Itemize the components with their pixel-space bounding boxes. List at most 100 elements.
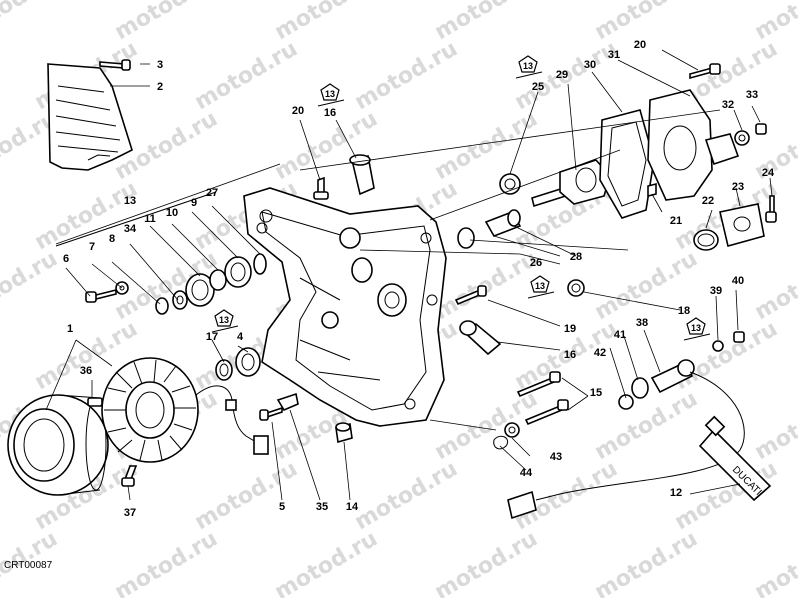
kit-badge-icon xyxy=(320,83,340,101)
fitting-part-16a xyxy=(349,154,375,196)
bolt-part-15b xyxy=(524,399,569,426)
flywheel-rotor-part xyxy=(7,394,109,496)
callout-label-37: 37 xyxy=(124,507,136,519)
callout-label-3: 3 xyxy=(157,59,163,71)
watermark-text: motod.ru xyxy=(751,106,798,185)
callout-label-31: 31 xyxy=(608,49,620,61)
kit-badge-underline xyxy=(317,99,345,107)
callout-label-9: 9 xyxy=(191,197,197,209)
callout-label-33: 33 xyxy=(746,89,758,101)
screw-part-3 xyxy=(99,59,131,71)
callout-label-15: 15 xyxy=(590,387,602,399)
screw-part-24 xyxy=(765,195,777,223)
pin-part-21 xyxy=(647,182,657,198)
callout-label-43: 43 xyxy=(550,451,562,463)
screw-part-37 xyxy=(121,465,138,487)
spacer-part-10 xyxy=(209,269,227,291)
callout-label-27: 27 xyxy=(206,187,218,199)
callout-label-36: 36 xyxy=(80,365,92,377)
screw-part-36 xyxy=(87,397,103,407)
callout-label-18: 18 xyxy=(678,305,690,317)
screw-part-40 xyxy=(733,331,745,343)
watermark-text: motod.ru xyxy=(351,36,462,115)
callout-label-20: 20 xyxy=(292,105,304,117)
kit-badge-icon xyxy=(214,309,234,327)
bolt-part-15a xyxy=(516,371,561,398)
kit-bracket-left xyxy=(55,191,217,247)
callout-label-16: 16 xyxy=(324,107,336,119)
bushing-part-18 xyxy=(567,279,585,297)
watermark-text: motod.ru xyxy=(671,316,782,395)
callout-label-28: 28 xyxy=(570,251,582,263)
callout-label-5: 5 xyxy=(279,501,285,513)
bolt-part-20a xyxy=(313,176,329,200)
callout-label-19: 19 xyxy=(564,323,576,335)
callout-label-10: 10 xyxy=(166,207,178,219)
bearing-part-9 xyxy=(224,256,252,288)
watermark-text: motod.ru xyxy=(351,456,462,535)
callout-label-44: 44 xyxy=(520,467,533,479)
callout-label-35: 35 xyxy=(316,501,328,513)
watermark-text: motod.ru xyxy=(271,526,382,598)
callout-label-26: 26 xyxy=(530,257,542,269)
seal-part-27 xyxy=(253,253,267,275)
seal-part-41 xyxy=(631,377,649,399)
kit-badge-icon xyxy=(530,275,550,293)
bolt-part-20b xyxy=(689,63,721,80)
watermark-text: motod.ru xyxy=(751,386,798,465)
bearing-part-11 xyxy=(185,273,215,307)
washer-part-39 xyxy=(712,340,724,352)
leader-lines xyxy=(45,49,773,501)
washer-part-43 xyxy=(504,422,520,438)
kit-badge-icon xyxy=(686,317,706,335)
kit-badge-label: 13 xyxy=(535,281,545,291)
watermark-text: motod.ru xyxy=(751,526,798,598)
watermark-text: motod.ru xyxy=(591,386,702,465)
o-ring-part-22 xyxy=(693,229,719,251)
connector xyxy=(253,435,269,455)
callout-label-17: 17 xyxy=(206,331,218,343)
callout-label-39: 39 xyxy=(710,285,722,297)
callout-label-12: 12 xyxy=(670,487,682,499)
kit-badge-label: 13 xyxy=(523,61,533,71)
callout-label-4: 4 xyxy=(237,331,244,343)
callout-label-29: 29 xyxy=(556,69,568,81)
kit-badge-icon xyxy=(518,55,538,73)
callout-label-20: 20 xyxy=(634,39,646,51)
callout-label-2: 2 xyxy=(157,81,163,93)
callout-label-7: 7 xyxy=(89,241,95,253)
callout-label-38: 38 xyxy=(636,317,648,329)
watermark-text: motod.ru xyxy=(591,526,702,598)
washer-part-34 xyxy=(172,290,188,310)
watermark-text: motod.ru xyxy=(0,246,62,325)
callout-labels: 1234567891011121314151616171819202021222… xyxy=(63,39,775,519)
kit-badge-label: 13 xyxy=(691,323,701,333)
callout-label-11: 11 xyxy=(144,213,156,225)
screw-part-6 xyxy=(85,288,117,303)
cover-plate-part xyxy=(47,63,133,171)
bearing-part-4 xyxy=(235,347,261,377)
callout-label-13: 13 xyxy=(124,195,136,207)
kit-badge-underline xyxy=(515,71,543,79)
callout-label-16: 16 xyxy=(564,349,576,361)
pump-cover-part-31 xyxy=(647,89,740,201)
watermark-text: motod.ru xyxy=(111,526,222,598)
callout-label-30: 30 xyxy=(584,59,596,71)
callout-label-40: 40 xyxy=(732,275,744,287)
watermark-text: motod.ru xyxy=(31,176,142,255)
callout-label-22: 22 xyxy=(702,195,714,207)
washer-part-32 xyxy=(734,130,750,146)
callout-label-21: 21 xyxy=(670,215,682,227)
kit-badge-underline xyxy=(527,291,555,299)
callout-label-25: 25 xyxy=(532,81,544,93)
callout-label-14: 14 xyxy=(346,501,359,513)
wire-clip xyxy=(225,399,237,411)
callout-label-32: 32 xyxy=(722,99,734,111)
o-ring-part-42 xyxy=(618,394,634,410)
callout-label-24: 24 xyxy=(762,167,775,179)
kit-badge-underline xyxy=(683,333,711,341)
watermark-text: motod.ru xyxy=(751,246,798,325)
sensor-connector xyxy=(507,490,537,520)
